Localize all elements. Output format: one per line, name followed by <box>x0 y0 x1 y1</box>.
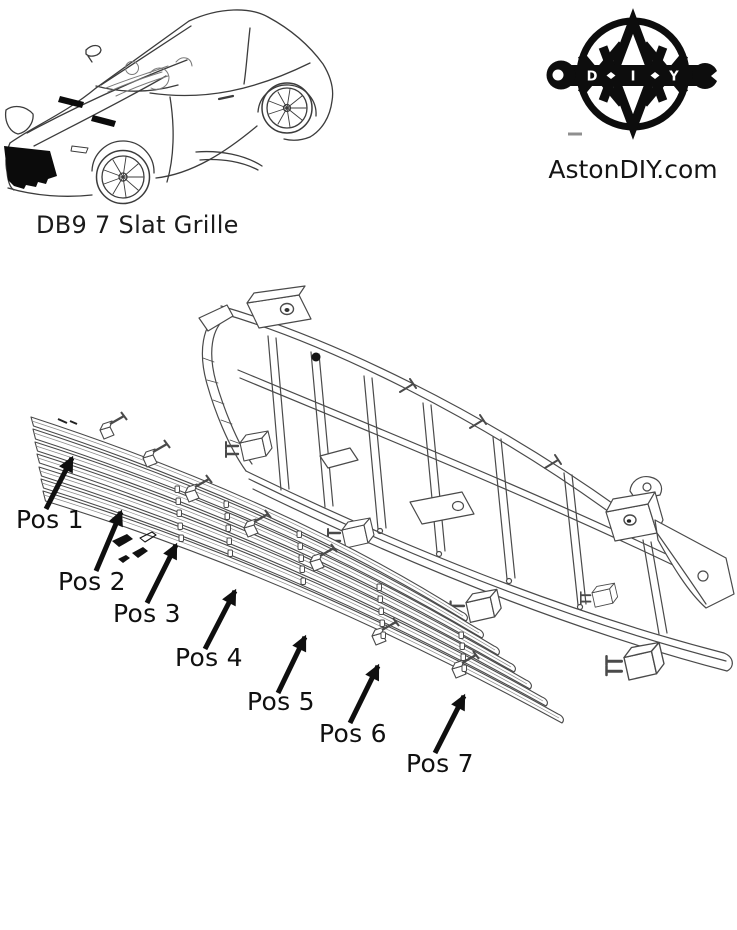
pos-label-7: Pos 7 <box>406 749 474 778</box>
grille-frame-drawing <box>198 285 735 682</box>
car-line-art <box>4 9 334 205</box>
pos-5-arrow <box>275 634 308 695</box>
pos-label-2: Pos 2 <box>58 567 126 596</box>
pos-6-arrow <box>347 663 381 725</box>
pos-1-arrow <box>43 455 75 511</box>
pos-label-4: Pos 4 <box>175 643 243 672</box>
brand-logo: D I Y <box>546 8 723 140</box>
pos-4-arrow <box>202 588 238 651</box>
rear-wheel <box>261 82 313 134</box>
logo-letter-y: Y <box>668 70 679 85</box>
pos-label-1: Pos 1 <box>16 505 84 534</box>
pos-label-6: Pos 6 <box>319 719 387 748</box>
brand-site-text: AstonDIY.com <box>548 155 718 184</box>
logo-letter-d: D <box>587 70 598 85</box>
logo-letter-i: I <box>631 70 636 85</box>
logo-bar <box>560 65 706 86</box>
front-wheel <box>95 149 151 205</box>
slat-dark-marks <box>112 534 148 563</box>
pos-label-3: Pos 3 <box>113 599 181 628</box>
wrench-open-end-icon <box>692 63 723 89</box>
frame-hole-dot <box>311 352 321 362</box>
pos-2-arrow <box>93 509 124 572</box>
pos-3-arrow <box>144 542 179 605</box>
pos-7-arrow <box>432 693 467 755</box>
pos-arrows <box>43 455 467 755</box>
pos-label-5: Pos 5 <box>247 687 315 716</box>
grille-slats-drawing <box>30 410 564 724</box>
page-title: DB9 7 Slat Grille <box>36 211 239 239</box>
